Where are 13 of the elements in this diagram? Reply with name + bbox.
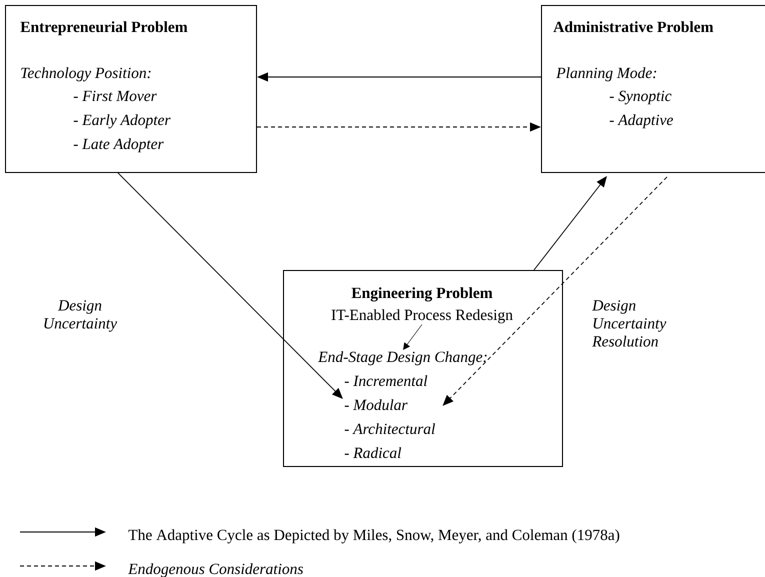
change-type-list: - Incremental - Modular - Architectural - Radical <box>344 375 435 458</box>
annotation-text: Design Uncertainty Resolution <box>592 300 666 347</box>
problem-box: Administrative Problem Planning Mode: - Synoptic - Adaptive <box>541 5 765 173</box>
annotation-text: Design Uncertainty <box>44 300 118 332</box>
problem-box: Entrepreneurial Problem Technology Position: - First Mover - Early Adopter - Late Adopter <box>5 5 257 173</box>
arrow <box>442 176 668 406</box>
legend-text: Endogenous Considerations <box>128 563 303 577</box>
arrow <box>534 176 607 270</box>
arrow <box>118 172 343 399</box>
legend-text: The Adaptive Cycle as Depicted by Miles, Snow, Meyer, and Coleman (1978a) <box>128 529 620 544</box>
process-text: IT-Enabled Process Redesign <box>332 309 513 324</box>
arrow <box>403 324 422 350</box>
design-change-heading: End-Stage Design Change: <box>318 351 487 366</box>
